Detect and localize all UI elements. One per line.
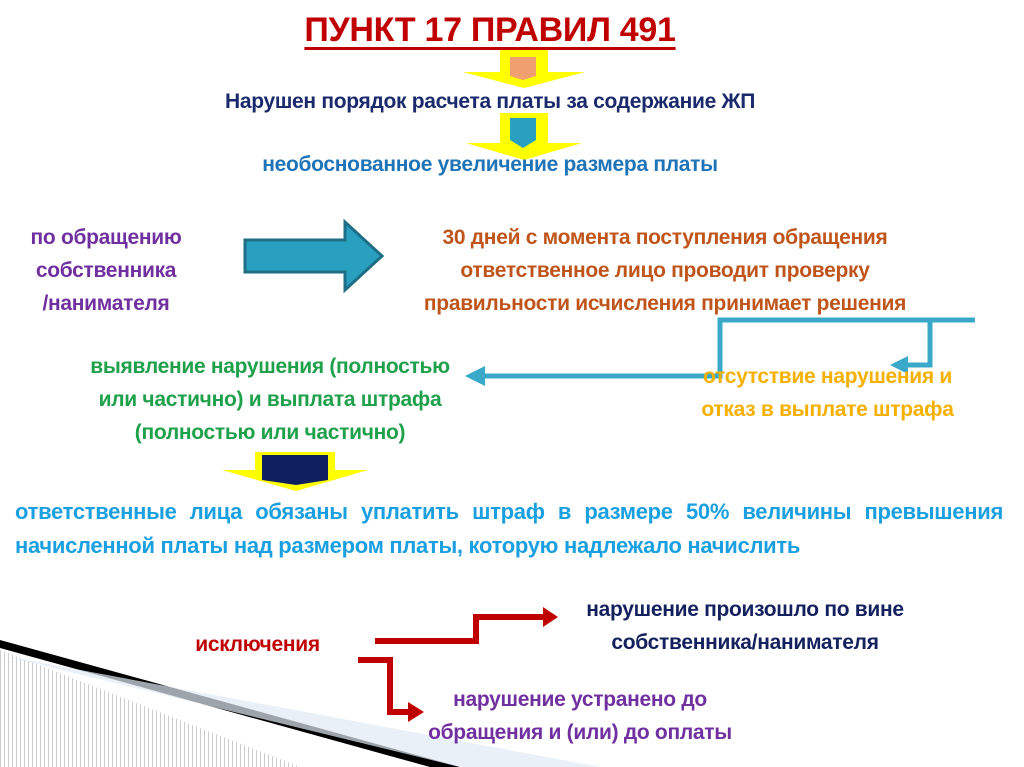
bottom-left-decoration: [0, 640, 600, 767]
exception-fixed-text: нарушение устранено до обращения и (или)…: [360, 683, 800, 749]
request-line: собственника: [35, 259, 177, 282]
fixed-line: обращения и (или) до оплаты: [428, 721, 732, 744]
check-text: 30 дней с момента поступления обращения …: [320, 221, 1010, 320]
page-title: ПУНКТ 17 ПРАВИЛ 491: [304, 11, 676, 49]
arrow-down-2: [466, 113, 582, 160]
violation-text: Нарушен порядок расчета платы за содержа…: [224, 90, 756, 113]
check-line: правильности исчисления принимает решени…: [423, 292, 907, 315]
owner-line: нарушение произошло по вине: [586, 598, 904, 621]
check-line: 30 дней с момента поступления обращения: [442, 226, 888, 249]
found-line: (полностью или частично): [134, 421, 406, 444]
arrow-right-big: [243, 218, 385, 294]
connector-found: [465, 317, 975, 386]
request-line: /нанимателя: [42, 292, 170, 315]
arrow-down-1: [463, 50, 585, 88]
found-line: выявление нарушения (полностью: [90, 355, 450, 378]
request-text: по обращению собственника /нанимателя: [0, 221, 212, 320]
found-line: или частично) и выплата штрафа: [98, 388, 442, 411]
penalty-text: ответственные лица обязаны уплатить штра…: [15, 499, 1003, 558]
violation-found-text: выявление нарушения (полностью или части…: [10, 350, 530, 449]
check-line: ответственное лицо проводит проверку: [460, 259, 870, 282]
arrow-down-3: [222, 452, 368, 491]
request-line: по обращению: [30, 226, 182, 249]
fixed-line: нарушение устранено до: [453, 688, 707, 711]
not-found-line: отсутствие нарушения и: [703, 365, 952, 388]
exceptions-label: исключения: [195, 633, 320, 656]
not-found-line: отказ в выплате штрафа: [701, 398, 954, 421]
exception-owner-text: нарушение произошло по вине собственника…: [510, 593, 980, 659]
unjustified-increase-text: необоснованное увеличение размера платы: [262, 153, 718, 176]
owner-line: собственника/нанимателя: [611, 631, 879, 654]
exception-connectors: [358, 607, 558, 722]
no-violation-text: отсутствие нарушения и отказ в выплате ш…: [640, 360, 1015, 426]
